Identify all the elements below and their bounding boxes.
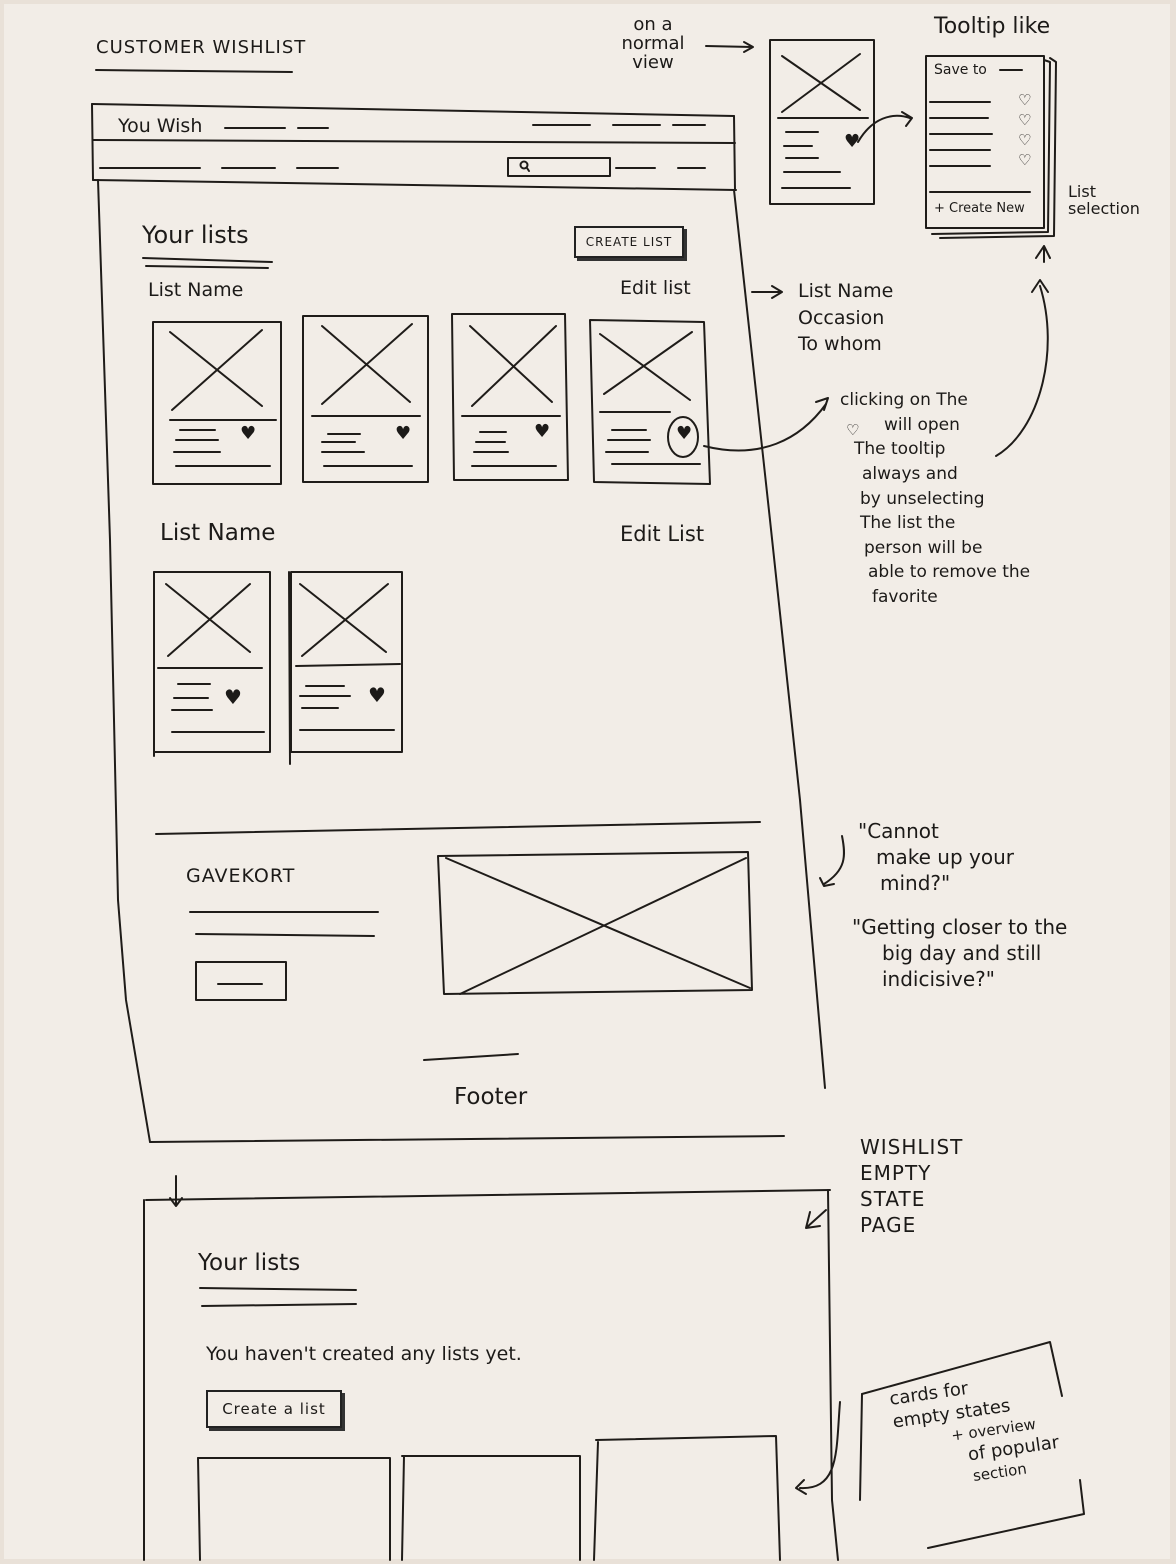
note-line: The tooltip: [854, 439, 946, 460]
heart-icon[interactable]: ♥: [224, 685, 242, 709]
heart-icon: ♡: [1018, 91, 1032, 109]
note-line: List Name: [798, 280, 894, 302]
note-line: person will be: [864, 537, 983, 558]
note-line: will open: [884, 414, 960, 435]
heart-icon[interactable]: ♥: [395, 423, 412, 444]
heart-icon[interactable]: ♥: [240, 423, 257, 444]
search-icon[interactable]: [508, 158, 610, 176]
giftcard-button[interactable]: [196, 962, 286, 1000]
note-line: clicking on The: [840, 390, 968, 410]
edit-list-link[interactable]: Edit List: [620, 522, 705, 546]
note-line: always and: [862, 463, 958, 484]
note-line: EMPTY: [860, 1161, 932, 1185]
note-line: WISHLIST: [860, 1135, 964, 1159]
note-line: able to remove the: [868, 562, 1031, 583]
tooltip-create-new[interactable]: + Create New: [934, 201, 1025, 216]
heart-icon: ♡: [1018, 131, 1032, 149]
empty-state-card[interactable]: [596, 1440, 778, 1558]
heart-icon[interactable]: ♥: [676, 423, 693, 444]
note-line: make up your: [876, 845, 1014, 869]
note-line: "Cannot: [858, 819, 939, 843]
list-name: List Name: [160, 520, 276, 546]
heart-icon: ♥: [844, 131, 861, 152]
edit-fields-note: List Name Occasion To whom: [798, 278, 893, 358]
heart-behavior-note: clicking on The will open The tooltip al…: [840, 388, 1030, 610]
note-line: "Getting closer to the: [852, 915, 1068, 939]
note-line: favorite: [872, 587, 938, 608]
heart-icon: ♡: [1018, 151, 1032, 169]
cards-note: cards for empty states + overview of pop…: [888, 1365, 1063, 1496]
edit-list-link[interactable]: Edit list: [620, 277, 691, 299]
note-line: Occasion: [798, 306, 885, 329]
empty-lists-heading: Your lists: [198, 1250, 301, 1276]
note-line: mind?": [880, 871, 951, 895]
note-line: The list the: [860, 513, 956, 534]
tooltip-save-to: Save to: [934, 62, 987, 78]
page-title: Customer Wishlist: [96, 37, 307, 58]
heart-icon[interactable]: ♥: [368, 683, 386, 707]
note-line: To whom: [798, 333, 882, 356]
note-line: big day and still: [882, 941, 1042, 965]
site-logo[interactable]: You Wish: [118, 115, 203, 137]
create-list-button[interactable]: Create list: [574, 226, 684, 258]
quote-note: "Getting closer to the big day and still…: [852, 914, 1067, 992]
list-name: List Name: [148, 279, 244, 301]
quote-note: "Cannot make up your mind?": [858, 818, 1014, 896]
heart-icon: ♡: [1018, 111, 1032, 129]
lists-heading: Your lists: [142, 221, 249, 249]
note-line: PAGE: [860, 1213, 917, 1237]
note-line: by unselecting: [860, 488, 985, 509]
giftcard-image: [440, 854, 750, 992]
heart-icon: ♡: [846, 421, 860, 439]
tooltip-label: Tooltip like: [934, 14, 1051, 39]
list-selection-note: List selection: [1068, 182, 1140, 218]
footer-label: Footer: [454, 1084, 528, 1110]
empty-state-message: You haven't created any lists yet.: [206, 1343, 522, 1365]
empty-state-label: WISHLIST EMPTY STATE PAGE: [860, 1134, 963, 1238]
heart-icon[interactable]: ♥: [534, 421, 551, 442]
empty-state-card[interactable]: [198, 1458, 390, 1558]
create-a-list-button[interactable]: Create a list: [206, 1390, 342, 1428]
normal-view-note: on a normal view: [621, 14, 685, 73]
note-line: indicisive?": [882, 967, 995, 991]
giftcard-title: Gavekort: [186, 865, 296, 887]
note-line: STATE: [860, 1187, 926, 1211]
empty-state-card[interactable]: [403, 1456, 580, 1558]
